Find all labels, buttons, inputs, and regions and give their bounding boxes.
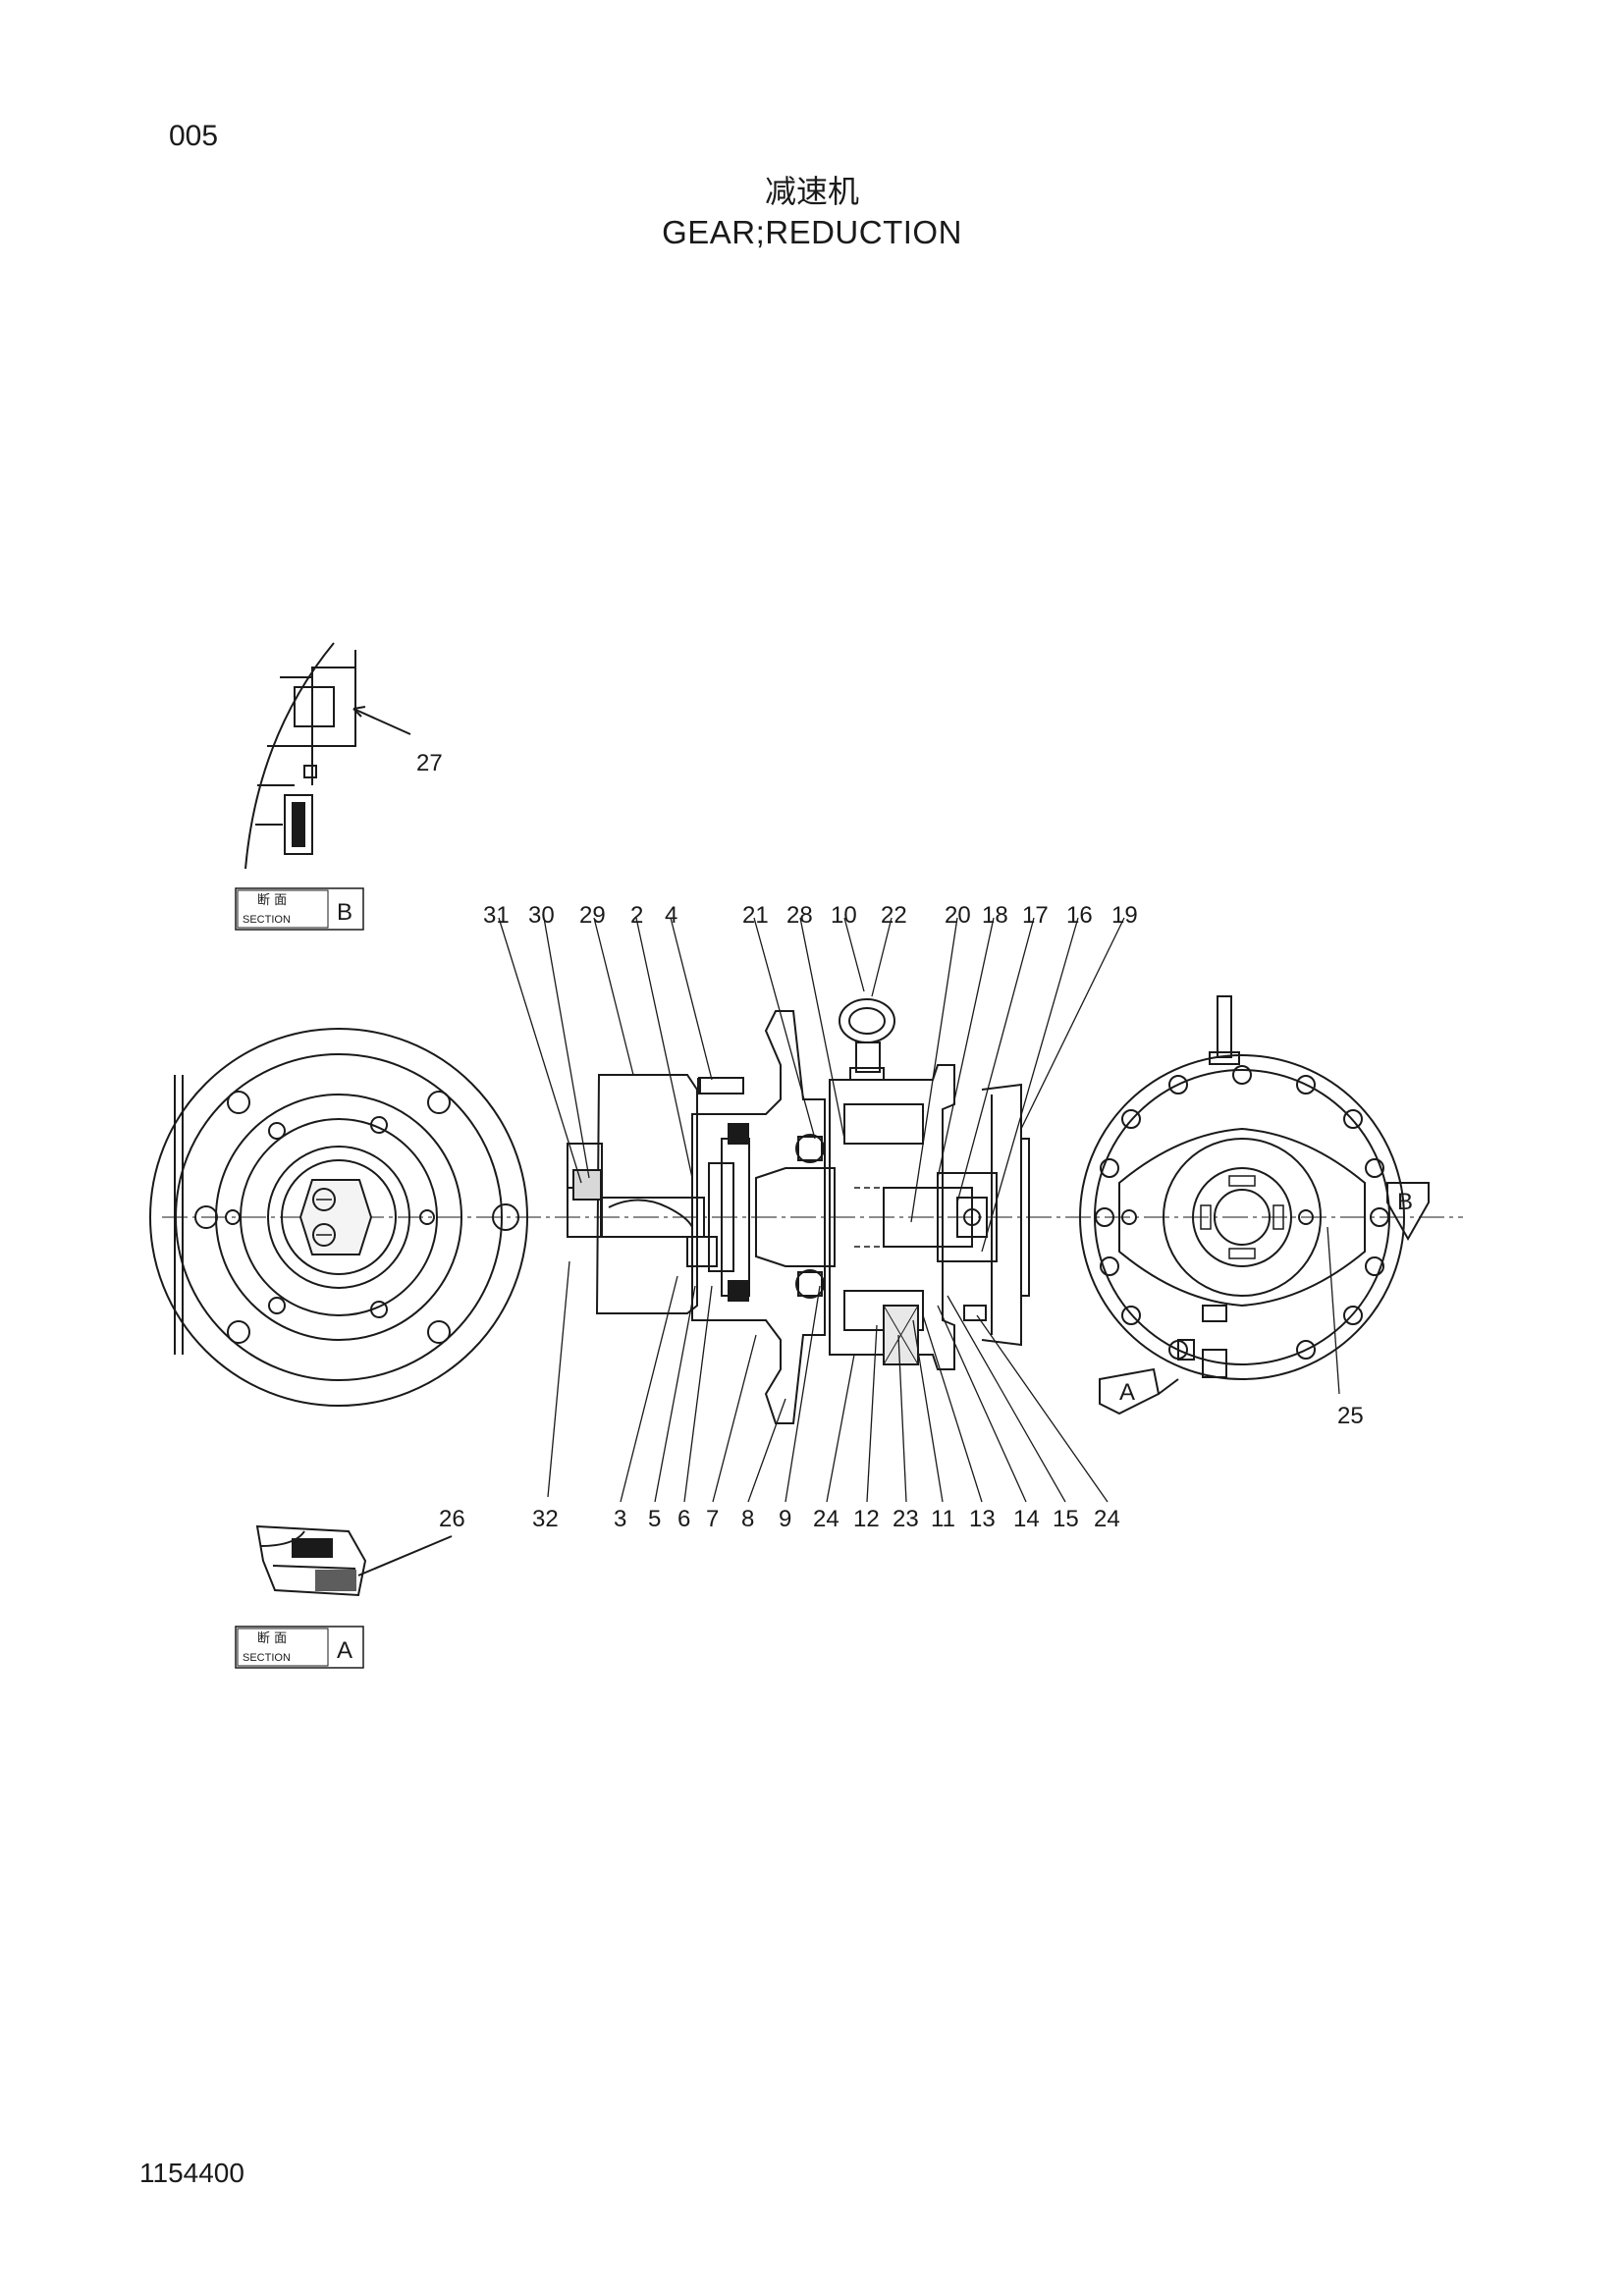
section-b-label — [235, 887, 364, 931]
callout-29: 29 — [579, 902, 606, 929]
callout-26: 26 — [439, 1506, 465, 1532]
callout-10: 10 — [831, 902, 857, 929]
callout-18: 18 — [982, 902, 1008, 929]
section-b-en: SECTION — [243, 914, 291, 926]
section-a-cn: 断 面 — [257, 1631, 287, 1646]
callout-24-b: 24 — [1094, 1506, 1120, 1532]
callout-11: 11 — [931, 1506, 955, 1532]
callout-8: 8 — [741, 1506, 754, 1532]
callout-9: 9 — [779, 1506, 791, 1532]
callout-23: 23 — [893, 1506, 919, 1532]
section-b-letter: B — [337, 899, 352, 926]
callout-13: 13 — [969, 1506, 996, 1532]
callout-7: 7 — [706, 1506, 719, 1532]
callout-16: 16 — [1066, 902, 1093, 929]
title-chinese: 减速机 — [764, 173, 859, 210]
callout-27: 27 — [416, 750, 443, 776]
section-a-en: SECTION — [243, 1652, 291, 1664]
callout-5: 5 — [648, 1506, 661, 1532]
callout-6: 6 — [677, 1506, 690, 1532]
section-a-detail — [255, 1524, 453, 1597]
callout-12: 12 — [853, 1506, 880, 1532]
callouts-bottom: 3 5 6 7 8 9 24 12 23 11 13 14 15 24 — [614, 1506, 1120, 1532]
left-end-view — [149, 1028, 528, 1407]
leader-lines-top — [498, 917, 1125, 1253]
callout-25: 25 — [1337, 1403, 1364, 1429]
side-section-view — [567, 998, 1030, 1424]
section-a-letter: A — [337, 1637, 352, 1664]
callout-31: 31 — [483, 902, 510, 929]
page-number: 005 — [169, 120, 219, 152]
callout-20: 20 — [945, 902, 971, 929]
document-number: 1154400 — [139, 2158, 244, 2188]
callout-19: 19 — [1111, 902, 1138, 929]
callout-2: 2 — [630, 902, 643, 929]
section-b-detail — [244, 642, 411, 870]
section-a-label — [235, 1626, 364, 1669]
callout-22: 22 — [881, 902, 907, 929]
callout-32: 32 — [532, 1506, 559, 1532]
callout-17: 17 — [1022, 902, 1049, 929]
leader-lines-bottom — [547, 1226, 1340, 1503]
callout-28: 28 — [786, 902, 813, 929]
callout-3: 3 — [614, 1506, 626, 1532]
view-marker-a-letter: A — [1119, 1379, 1135, 1406]
callout-15: 15 — [1053, 1506, 1079, 1532]
callout-24-a: 24 — [813, 1506, 839, 1532]
view-marker-b — [1386, 1182, 1430, 1242]
callout-30: 30 — [528, 902, 555, 929]
callout-21: 21 — [742, 902, 769, 929]
view-marker-a — [1099, 1367, 1179, 1415]
section-b-cn: 断 面 — [257, 893, 287, 908]
right-end-view — [1079, 995, 1405, 1380]
callout-4: 4 — [665, 902, 677, 929]
title-english: GEAR;REDUCTION — [662, 214, 962, 250]
callout-14: 14 — [1013, 1506, 1040, 1532]
callouts-top: 31 30 29 2 4 21 28 10 22 20 18 17 16 19 — [483, 902, 1138, 929]
view-marker-b-letter: B — [1397, 1189, 1413, 1215]
